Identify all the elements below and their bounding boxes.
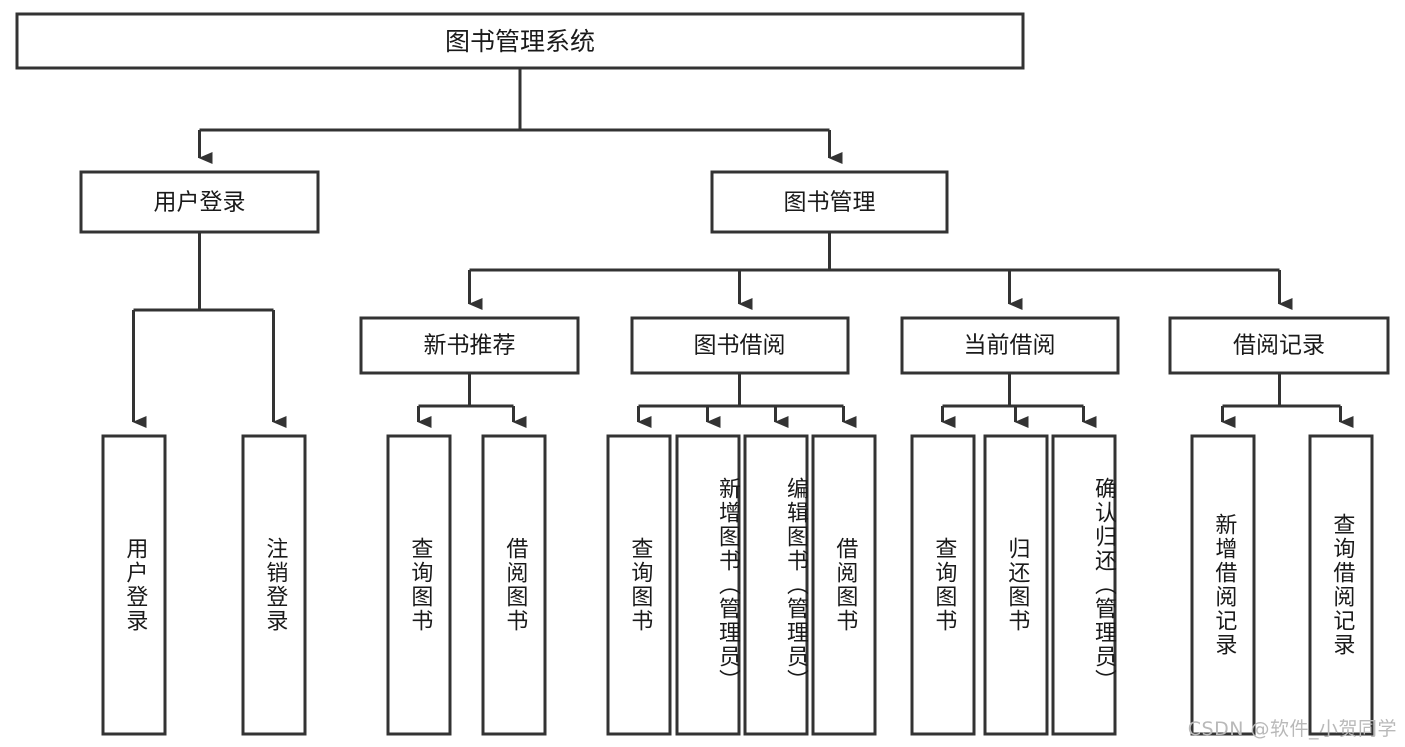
node-leaf-return-book-box[interactable] <box>983 434 1049 736</box>
node-root-box[interactable] <box>15 12 1025 70</box>
node-borrow-record-label: 借阅记录 <box>1233 333 1325 359</box>
node-book-borrow-box[interactable] <box>630 316 850 375</box>
node-current-borrow-box[interactable] <box>900 316 1120 375</box>
node-current-borrow[interactable]: 当前借阅 <box>900 316 1120 375</box>
node-leaf-add-borrow-record-box[interactable] <box>1190 434 1256 736</box>
connector-group-user-login-to-leaves <box>132 232 287 428</box>
node-book-management[interactable]: 图书管理 <box>710 170 949 234</box>
node-leaf-query-book-recommend-box[interactable] <box>386 434 452 736</box>
node-new-book-recommend-label: 新书推荐 <box>424 333 516 359</box>
node-new-book-recommend-box[interactable] <box>359 316 580 375</box>
node-leaf-query-borrow-record-box[interactable] <box>1308 434 1374 736</box>
connector-group-root-to-level2 <box>198 68 843 164</box>
connector-group-borrow-record-to-leaves <box>1221 373 1354 428</box>
node-book-borrow[interactable]: 图书借阅 <box>630 316 850 375</box>
node-leaf-query-book-current-box[interactable] <box>910 434 976 736</box>
node-leaf-confirm-return-admin-box[interactable] <box>1051 434 1117 736</box>
node-leaf-query-book-borrow-box[interactable] <box>606 434 672 736</box>
node-borrow-record[interactable]: 借阅记录 <box>1168 316 1390 375</box>
node-book-management-label: 图书管理 <box>784 190 876 216</box>
node-borrow-record-box[interactable] <box>1168 316 1390 375</box>
connector-group-current-borrow-to-leaves <box>941 373 1097 428</box>
csdn-watermark: CSDN @软件_小贺同学 <box>1187 718 1397 740</box>
node-book-management-box[interactable] <box>710 170 949 234</box>
connector-group-new-book-recommend-to-leaves <box>417 373 527 428</box>
node-leaf-edit-book-admin-box[interactable] <box>743 434 809 736</box>
node-leaf-borrow-book-box[interactable] <box>811 434 877 736</box>
node-new-book-recommend[interactable]: 新书推荐 <box>359 316 580 375</box>
node-leaf-logout-login-box[interactable] <box>241 434 307 736</box>
node-current-borrow-label: 当前借阅 <box>964 333 1056 359</box>
leaf-nodes-group <box>101 434 1374 736</box>
node-book-borrow-label: 图书借阅 <box>694 333 786 359</box>
node-user-login-box[interactable] <box>79 170 320 234</box>
node-leaf-user-login-box[interactable] <box>101 434 167 736</box>
node-root[interactable]: 图书管理系统 <box>15 12 1025 70</box>
node-root-label: 图书管理系统 <box>445 27 595 56</box>
connector-group-book-management-to-level3 <box>468 232 1293 310</box>
node-leaf-borrow-book-recommend-box[interactable] <box>481 434 547 736</box>
node-user-login-label: 用户登录 <box>154 190 246 216</box>
node-user-login[interactable]: 用户登录 <box>79 170 320 234</box>
connector-group-book-borrow-to-leaves <box>637 373 857 428</box>
node-leaf-add-book-admin-box[interactable] <box>675 434 741 736</box>
